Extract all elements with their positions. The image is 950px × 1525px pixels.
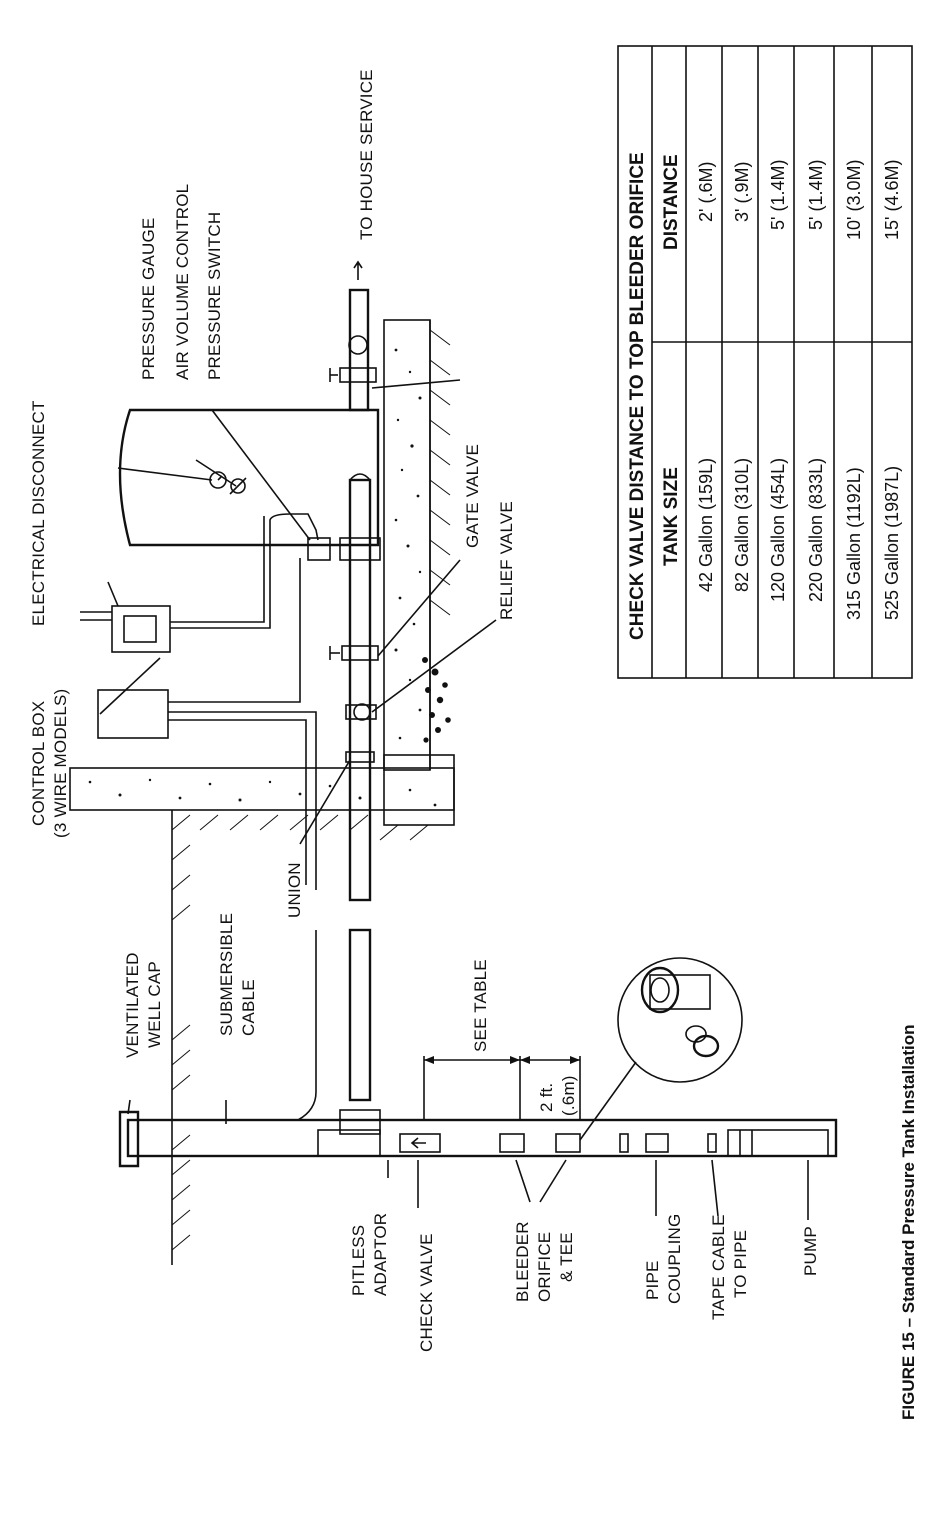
air-volume-control-icon <box>230 478 246 494</box>
label-orifice: ORIFICE <box>535 1232 554 1302</box>
label-pressure-gauge: PRESSURE GAUGE <box>139 218 158 380</box>
label-air-volume-control: AIR VOLUME CONTROL <box>173 184 192 380</box>
label-and-tee: & TEE <box>557 1232 576 1282</box>
tee-detail <box>579 957 743 1141</box>
label-pressure-switch: PRESSURE SWITCH <box>205 212 224 380</box>
label-submersible: SUBMERSIBLE <box>217 913 236 1036</box>
table-cell: 120 Gallon (454L) <box>768 458 788 602</box>
table-cell: 5' (1.4M) <box>806 160 826 230</box>
electrical <box>80 513 319 1121</box>
diagram-labels: TO HOUSE SERVICE PRESSURE GAUGE AIR VOLU… <box>29 69 820 1352</box>
label-two-ft-metric: (.6m) <box>559 1075 578 1116</box>
label-gate-valve: GATE VALVE <box>463 444 482 548</box>
table-cell: 10' (3.0M) <box>844 160 864 240</box>
basement-piping <box>307 288 381 1102</box>
label-see-table: SEE TABLE <box>471 959 490 1052</box>
figure-caption: FIGURE 15 – Standard Pressure Tank Insta… <box>899 1024 918 1420</box>
label-two-ft: 2 ft. <box>537 1083 556 1112</box>
pump-icon <box>727 1129 829 1157</box>
table-title: CHECK VALVE DISTANCE TO TOP BLEEDER ORIF… <box>627 152 648 640</box>
well-casing <box>118 1109 838 1168</box>
label-well-cap: WELL CAP <box>145 961 164 1048</box>
label-cable: CABLE <box>239 979 258 1036</box>
table-cell: 220 Gallon (833L) <box>806 458 826 602</box>
label-pump: PUMP <box>801 1226 820 1276</box>
basement-structure <box>69 319 455 1265</box>
label-pipe: PIPE <box>643 1260 662 1300</box>
table-header-distance: DISTANCE <box>661 154 682 250</box>
dimensions <box>423 1056 581 1120</box>
label-to-pipe: TO PIPE <box>731 1230 750 1298</box>
table-cell: 525 Gallon (1987L) <box>882 466 902 620</box>
label-tape-cable: TAPE CABLE <box>709 1214 728 1320</box>
pressure-switch-icon <box>307 537 331 561</box>
control-box-icon <box>97 689 169 739</box>
label-electrical-disconnect: ELECTRICAL DISCONNECT <box>29 400 48 626</box>
leader-lines <box>99 260 809 1220</box>
electrical-disconnect-icon <box>111 605 171 653</box>
label-ventilated: VENTILATED <box>123 952 142 1058</box>
label-control-box-models: (3 WIRE MODELS) <box>51 689 70 838</box>
pressure-tank <box>118 408 380 547</box>
table-header-tank-size: TANK SIZE <box>661 467 682 566</box>
label-control-box: CONTROL BOX <box>29 701 48 826</box>
table-cell: 5' (1.4M) <box>768 160 788 230</box>
table-cell: 2' (.6M) <box>696 162 716 222</box>
table-cell: 3' (.9M) <box>732 162 752 222</box>
table-cell: 82 Gallon (310L) <box>732 458 752 592</box>
label-to-house-service: TO HOUSE SERVICE <box>357 69 376 240</box>
table-cell: 315 Gallon (1192L) <box>844 467 864 620</box>
check-valve-distance-table: CHECK VALVE DISTANCE TO TOP BLEEDER ORIF… <box>617 45 913 679</box>
table-cell: 15' (4.6M) <box>882 160 902 240</box>
label-adaptor: ADAPTOR <box>371 1213 390 1296</box>
label-pitless: PITLESS <box>349 1225 368 1296</box>
label-union: UNION <box>285 862 304 918</box>
relief-valve-icon <box>353 703 371 721</box>
label-relief-valve: RELIEF VALVE <box>497 501 516 620</box>
label-check-valve: CHECK VALVE <box>417 1233 436 1352</box>
table-cell: 42 Gallon (159L) <box>696 458 716 592</box>
label-bleeder: BLEEDER <box>513 1221 532 1302</box>
label-coupling: COUPLING <box>665 1214 684 1304</box>
